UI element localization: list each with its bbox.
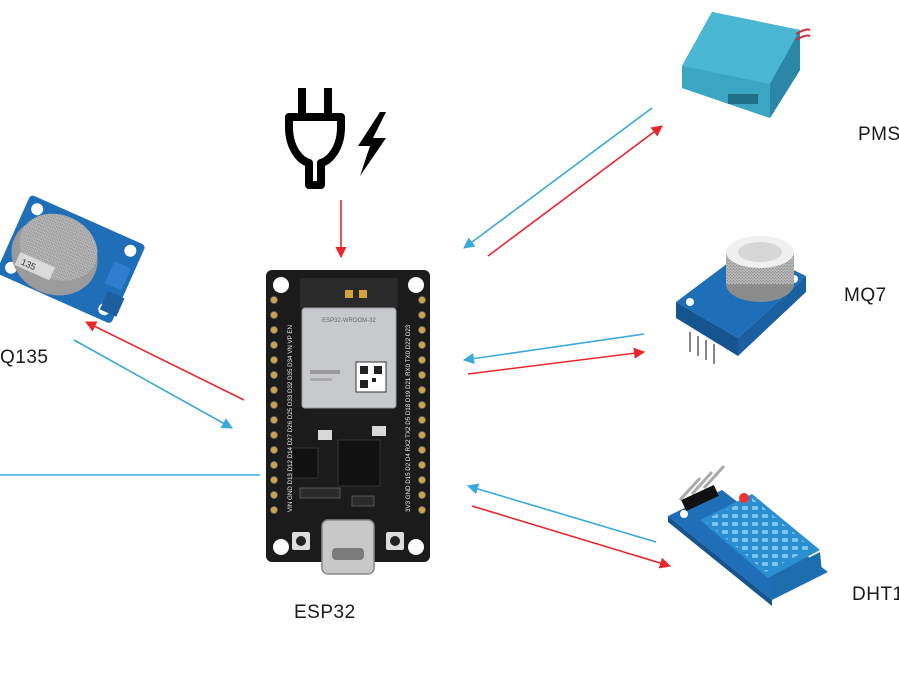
header-pin (269, 460, 278, 469)
mq135-label: Q135 (0, 347, 49, 368)
header-pin (417, 445, 426, 454)
arrow-mq7-to-esp32 (462, 333, 645, 365)
arrow-esp32-to-dht (471, 505, 672, 569)
header-pin (269, 325, 278, 334)
dht-sensor (668, 464, 828, 606)
arrow-pms-to-esp32 (463, 107, 653, 249)
mq7-label: MQ7 (844, 285, 887, 306)
esp32-board: ESP32-WROOM-32 VIN GND D13 D12 D1 (266, 270, 430, 575)
module-label: ESP32-WROOM-32 (322, 318, 376, 324)
header-pin (269, 370, 278, 379)
header-pin (417, 490, 426, 499)
header-pin (269, 415, 278, 424)
header-pin (269, 475, 278, 484)
esp32-label: ESP32 (294, 602, 356, 623)
header-pin (417, 430, 426, 439)
header-pin (417, 505, 426, 514)
header-pin (417, 370, 426, 379)
header-pin (417, 400, 426, 409)
header-pin (269, 310, 278, 319)
arrow-dht-to-esp32 (466, 483, 657, 543)
header-pin (269, 355, 278, 364)
header-pin (417, 340, 426, 349)
header-pin (417, 385, 426, 394)
header-pin (269, 400, 278, 409)
header-pin (269, 340, 278, 349)
header-pin (417, 355, 426, 364)
arrow-mq135-to-esp32 (73, 339, 233, 429)
header-pin (417, 415, 426, 424)
mq135-sensor: 135 (0, 195, 145, 323)
header-pin (417, 310, 426, 319)
arrow-esp32-to-mq7 (467, 347, 646, 375)
header-pin (417, 460, 426, 469)
pms-label: PMS (858, 124, 899, 145)
header-pin (269, 430, 278, 439)
header-pin (417, 325, 426, 334)
right-pin-labels: 3V3 GND D15 D2 D4 RX2 TX2 D5 D18 D19 D21… (405, 324, 412, 512)
dht-label: DHT1 (852, 584, 899, 605)
pms-sensor (682, 12, 811, 118)
arrow-esp32-to-pms (487, 125, 663, 257)
header-pin (269, 445, 278, 454)
header-pin (269, 505, 278, 514)
arrow-esp32-to-mq135 (84, 321, 245, 401)
left-pin-labels: VIN GND D13 D12 D14 D27 D26 D25 D33 D32 … (287, 325, 294, 512)
lightning-bolt-icon (358, 112, 386, 176)
header-pin (269, 295, 278, 304)
header-pin (417, 295, 426, 304)
power-plug-icon (285, 88, 345, 189)
header-pin (269, 490, 278, 499)
header-pin (269, 385, 278, 394)
usb-c-port (321, 519, 375, 575)
header-pin (417, 475, 426, 484)
mq7-sensor (676, 236, 806, 364)
